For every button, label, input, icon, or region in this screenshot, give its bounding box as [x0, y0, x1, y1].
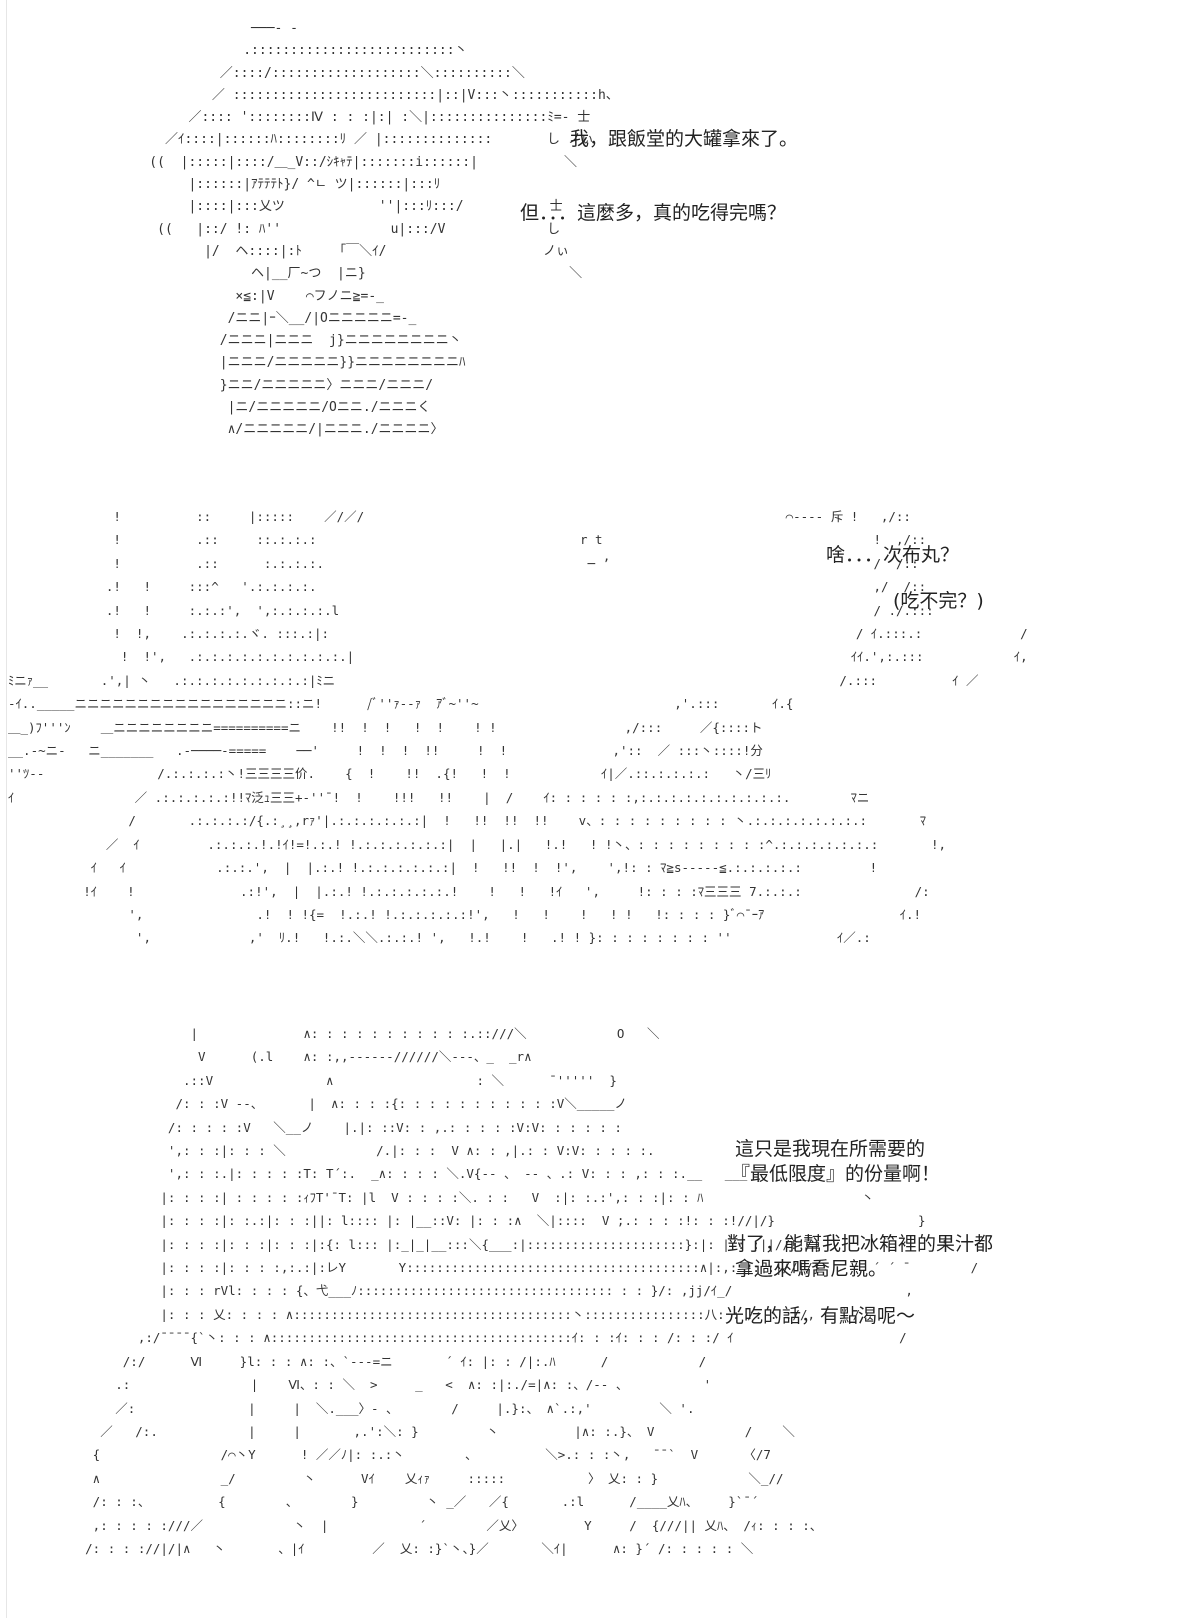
speech-line: 但．．．這麼多，真的吃得完嗎？	[520, 202, 787, 224]
speech-line: 『最低限度』的份量啊！	[731, 1163, 941, 1185]
speech-line: 拿過來嗎喬尼親。	[735, 1258, 888, 1280]
speech-line: 我，跟飯堂的大罐拿來了。	[570, 128, 799, 150]
speech-line: 啥．．．次布丸？	[826, 544, 960, 566]
ascii-art-panel-2: ! :: |::::: ／/／/ ⌒---- 斥 ! ,/:: ! .:: ::…	[8, 509, 1028, 946]
speech-line: 對了，能幫我把冰箱裡的果汁都	[727, 1233, 994, 1255]
speech-line: 這只是我現在所需要的	[735, 1138, 926, 1160]
speech-line: 光吃的話，有點渴呢～	[725, 1305, 916, 1327]
ascii-art-panel-3: | ∧: : : : : : : : : : :.::///＼ O ＼ V (.…	[85, 1026, 979, 1556]
ascii-art-panel-1: ───- - .::::::::::::::::::::::::::丶 ／:::…	[149, 21, 619, 438]
speech-line: (吃不完？)	[893, 590, 984, 612]
page-edge	[6, 0, 7, 1618]
